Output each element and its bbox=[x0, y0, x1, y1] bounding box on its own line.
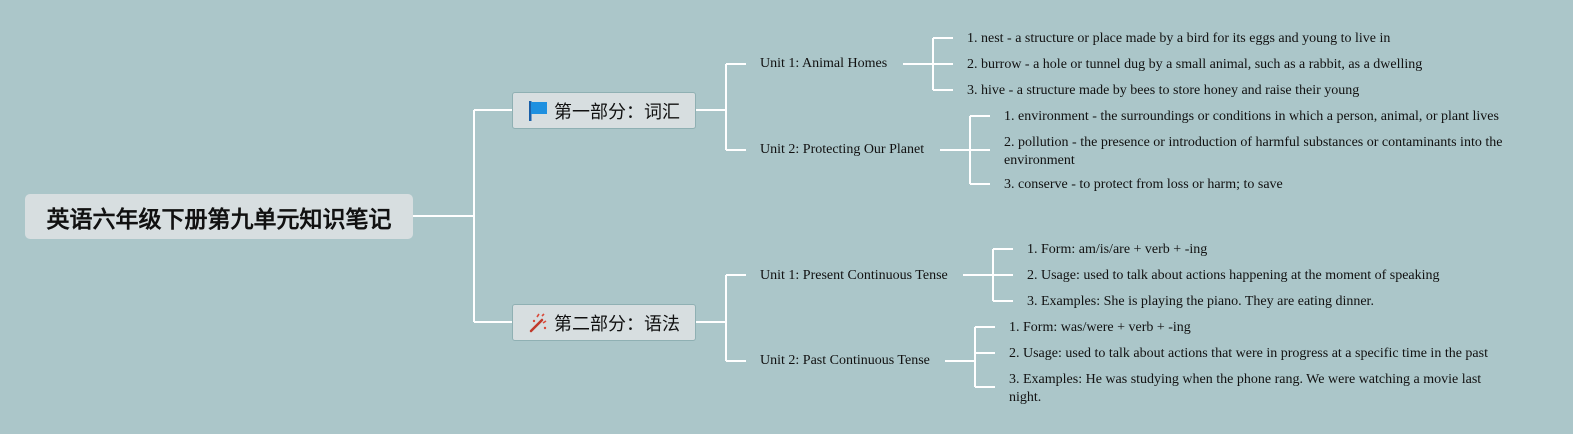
magic-wand-icon bbox=[528, 312, 548, 334]
blue-flag-icon bbox=[528, 100, 548, 122]
unit-present-continuous[interactable]: Unit 1: Present Continuous Tense bbox=[760, 268, 948, 283]
root-topic[interactable]: 英语六年级下册第九单元知识笔记 bbox=[25, 194, 413, 239]
unit-animal-homes[interactable]: Unit 1: Animal Homes bbox=[760, 56, 888, 71]
grammar-item[interactable]: 1. Form: was/were + verb + -ing bbox=[1009, 320, 1191, 335]
unit-past-continuous[interactable]: Unit 2: Past Continuous Tense bbox=[760, 353, 930, 368]
vocab-item[interactable]: 2. burrow - a hole or tunnel dug by a sm… bbox=[967, 57, 1423, 72]
unit-protecting-our-planet[interactable]: Unit 2: Protecting Our Planet bbox=[760, 142, 925, 157]
vocab-item[interactable]: 3. conserve - to protect from loss or ha… bbox=[1004, 177, 1283, 192]
grammar-item[interactable]: 2. Usage: used to talk about actions tha… bbox=[1009, 346, 1488, 361]
section-grammar[interactable]: 第二部分：语法 bbox=[512, 304, 696, 341]
vocab-item[interactable]: 1. environment - the surroundings or con… bbox=[1004, 109, 1499, 124]
grammar-item[interactable]: 3. Examples: She is playing the piano. T… bbox=[1027, 294, 1374, 309]
root-title: 英语六年级下册第九单元知识笔记 bbox=[46, 206, 392, 233]
grammar-item[interactable]: 3. Examples: He was studying when the ph… bbox=[1009, 372, 1482, 405]
section-label: 第一部分：词汇 bbox=[554, 101, 680, 123]
vocab-item[interactable]: 3. hive - a structure made by bees to st… bbox=[967, 83, 1360, 98]
grammar-item[interactable]: 2. Usage: used to talk about actions hap… bbox=[1027, 268, 1440, 283]
section-label: 第二部分：语法 bbox=[554, 313, 680, 335]
vocab-item[interactable]: 2. pollution - the presence or introduct… bbox=[1004, 135, 1503, 168]
vocab-item[interactable]: 1. nest - a structure or place made by a… bbox=[967, 31, 1391, 46]
section-vocabulary[interactable]: 第一部分：词汇 bbox=[512, 92, 696, 129]
grammar-item[interactable]: 1. Form: am/is/are + verb + -ing bbox=[1027, 242, 1208, 257]
